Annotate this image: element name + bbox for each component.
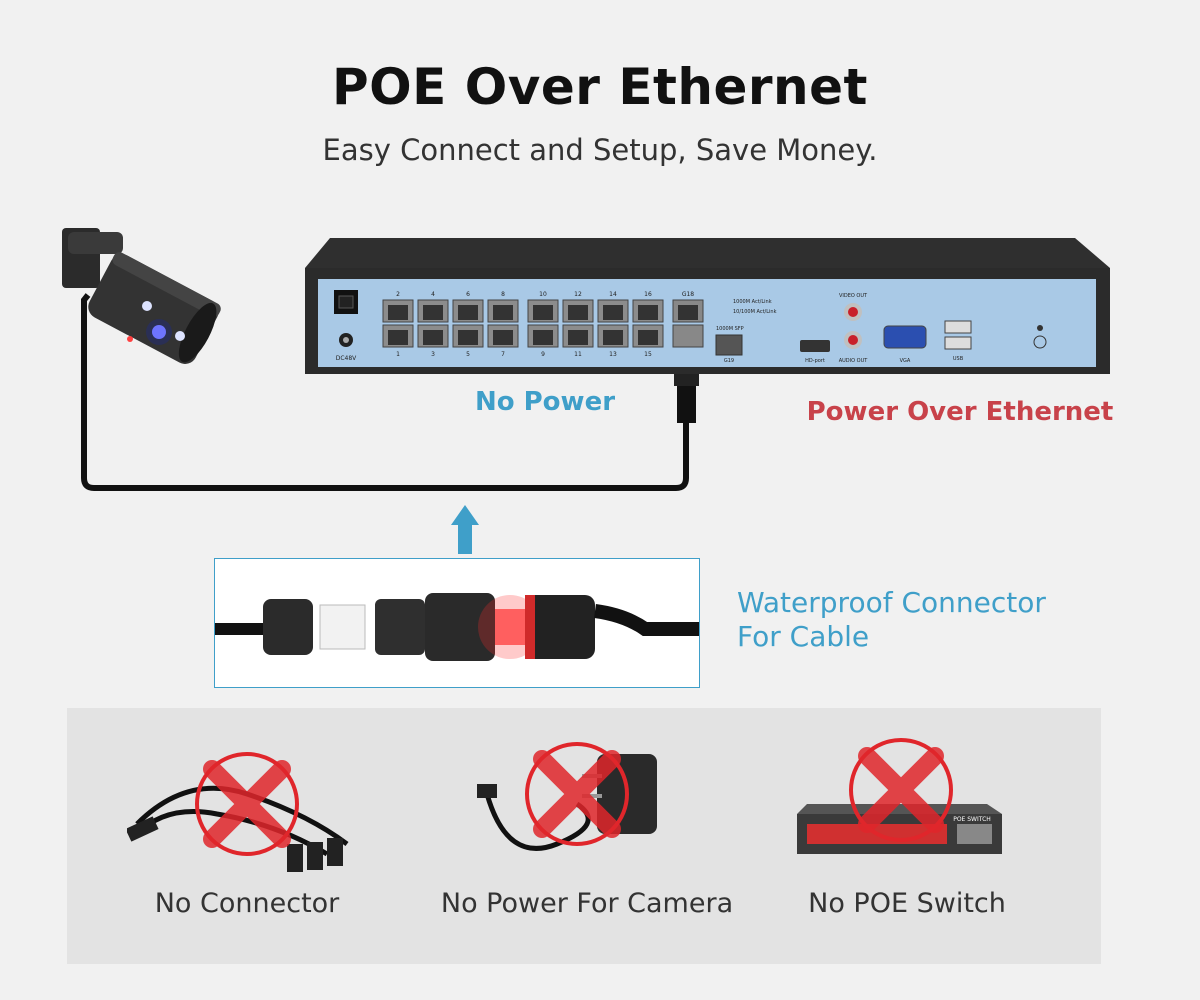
- caption-no-power-for-camera: No Power For Camera: [440, 888, 734, 919]
- poe-switch-item: POE SWITCH: [787, 734, 1027, 884]
- ethernet-port-jack: [388, 305, 408, 320]
- led1-label: 1000M Act/Link: [733, 299, 772, 305]
- power-adapter-item: [467, 734, 707, 884]
- port-number-top: 10: [539, 291, 547, 298]
- page-subtitle: Easy Connect and Setup, Save Money.: [322, 133, 878, 167]
- power-adapter-icon: [477, 742, 657, 851]
- ethernet-port-jack: [533, 305, 553, 320]
- not-needed-panel: No Connector No Power For Camera POE SWI…: [67, 708, 1101, 964]
- sfp-label: 1000M SFP: [716, 326, 744, 332]
- port-number-bottom: 5: [466, 351, 470, 358]
- ethernet-port-jack: [638, 330, 658, 345]
- uplink-ports: G18 1000M Act/Link 10/100M Act/Link 1000…: [672, 291, 777, 364]
- port-number-bottom: 15: [644, 351, 652, 358]
- port-number-top: 16: [644, 291, 652, 298]
- ethernet-cable: [81, 293, 689, 491]
- port-number-top: 6: [466, 291, 470, 298]
- video-out-label: VIDEO OUT: [839, 293, 868, 299]
- g18-label: G18: [682, 291, 694, 298]
- ethernet-port-jack: [493, 305, 513, 320]
- page-title: POE Over Ethernet: [332, 58, 868, 116]
- nvr-device: DC48V: [305, 238, 1110, 374]
- audio-out-label: AUDIO OUT: [839, 358, 869, 364]
- port-number-bottom: 9: [541, 351, 545, 358]
- caption-no-poe-switch: No POE Switch: [808, 888, 1006, 919]
- no-power-label: No Power: [475, 387, 615, 417]
- usb-label: USB: [953, 356, 964, 362]
- ethernet-port-jack: [603, 330, 623, 345]
- av-ports: HD-port VIDEO OUT AUDIO OUT VGA USB: [800, 293, 1047, 364]
- splitter-cable-item: [125, 734, 367, 884]
- ethernet-port-jack: [388, 330, 408, 345]
- port-number-top: 2: [396, 291, 400, 298]
- hdmi-label: HD-port: [805, 358, 825, 364]
- port-number-top: 8: [501, 291, 505, 298]
- waterproof-line2: For Cable: [737, 620, 870, 653]
- port-number-bottom: 13: [609, 351, 617, 358]
- ethernet-port-jack: [423, 305, 443, 320]
- camera-icon: [62, 228, 221, 364]
- dc-label: DC48V: [336, 355, 357, 362]
- port-number-bottom: 11: [574, 351, 582, 358]
- switch-label: POE SWITCH: [953, 816, 991, 823]
- poe-switch-icon: POE SWITCH: [797, 738, 1002, 854]
- splitter-cable-icon: [125, 752, 349, 872]
- port-number-bottom: 1: [396, 351, 400, 358]
- ethernet-port-jack: [458, 330, 478, 345]
- ethernet-port-jack: [638, 305, 658, 320]
- vga-label: VGA: [900, 358, 911, 364]
- waterproof-line1: Waterproof Connector: [737, 586, 1046, 619]
- ethernet-port-jack: [568, 330, 588, 345]
- port-number-top: 4: [431, 291, 435, 298]
- waterproof-connector-icon: [215, 593, 699, 661]
- ethernet-port-jack: [533, 330, 553, 345]
- waterproof-label: Waterproof Connector For Cable: [737, 586, 1046, 654]
- g19-label: G19: [724, 358, 734, 364]
- port-number-bottom: 3: [431, 351, 435, 358]
- waterproof-connector-photo: [214, 558, 700, 688]
- poe-label: Power Over Ethernet: [807, 397, 1114, 427]
- port-number-top: 12: [574, 291, 582, 298]
- caption-no-connector: No Connector: [154, 888, 340, 919]
- ethernet-port-jack: [568, 305, 588, 320]
- port-number-bottom: 7: [501, 351, 505, 358]
- ethernet-port-jack: [603, 305, 623, 320]
- led2-label: 10/100M Act/Link: [733, 309, 777, 315]
- up-arrow-icon: [451, 505, 479, 554]
- ethernet-port-jack: [493, 330, 513, 345]
- port-number-top: 14: [609, 291, 617, 298]
- ethernet-port-jack: [458, 305, 478, 320]
- ethernet-port-jack: [423, 330, 443, 345]
